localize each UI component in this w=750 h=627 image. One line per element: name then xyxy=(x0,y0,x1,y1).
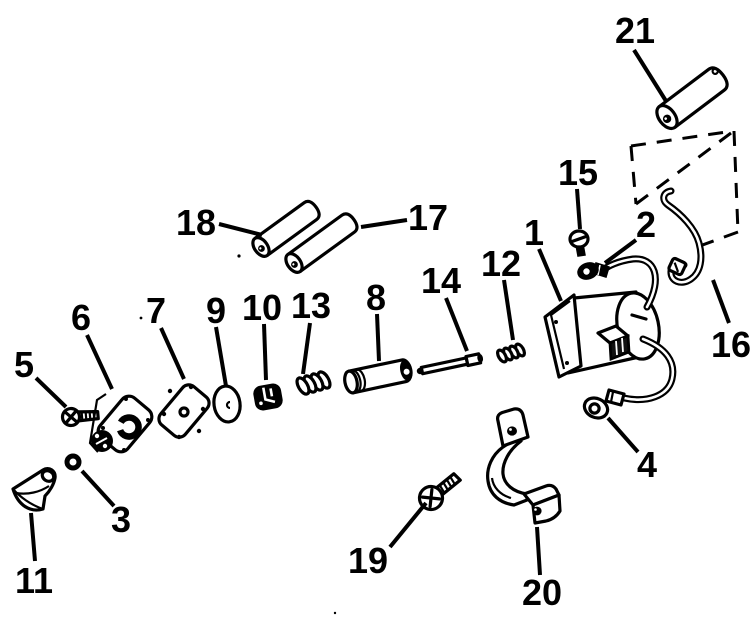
part-clamp-20 xyxy=(486,407,562,525)
part-number-label: 19 xyxy=(348,540,388,581)
callout-15: 15 xyxy=(558,152,598,230)
part-diaphragm-9 xyxy=(212,384,242,424)
leader-line xyxy=(360,218,408,229)
leader-line xyxy=(34,376,68,409)
callouts: 1 2 3 4 5 6 7 8 xyxy=(14,10,750,613)
callout-4: 4 xyxy=(606,416,657,485)
leader-line xyxy=(375,313,381,362)
leader-line xyxy=(711,279,731,324)
leader-line xyxy=(159,327,186,380)
part-number-label: 5 xyxy=(14,344,34,385)
part-plunger-14 xyxy=(416,352,484,376)
callout-8: 8 xyxy=(366,277,386,362)
part-number-label: 20 xyxy=(522,572,562,613)
part-gasket-7 xyxy=(157,383,211,440)
callout-18: 18 xyxy=(176,202,263,243)
part-screw-15 xyxy=(568,229,590,257)
part-roller-21 xyxy=(655,66,729,131)
part-number-label: 10 xyxy=(242,287,282,328)
part-number-label: 17 xyxy=(408,197,448,238)
callout-21: 21 xyxy=(615,10,668,103)
ring-terminal-4 xyxy=(582,388,626,420)
solenoid-wire-upper xyxy=(599,255,659,311)
callout-17: 17 xyxy=(360,197,448,238)
solenoid-wire-lower xyxy=(620,335,677,404)
leader-line xyxy=(218,222,263,237)
callout-14: 14 xyxy=(421,260,469,352)
leader-line xyxy=(444,297,469,352)
leader-line xyxy=(632,48,668,103)
ring-terminal-2 xyxy=(577,262,610,280)
callout-3: 3 xyxy=(80,469,131,540)
part-number-label: 4 xyxy=(637,444,657,485)
callout-11: 11 xyxy=(15,512,53,601)
part-elbow-11 xyxy=(11,466,57,512)
part-spring-12 xyxy=(496,342,526,364)
callout-20: 20 xyxy=(522,526,562,613)
part-solenoid-1 xyxy=(543,255,677,420)
part-number-label: 9 xyxy=(206,290,226,331)
callout-12: 12 xyxy=(481,243,521,341)
callout-7: 7 xyxy=(146,290,186,380)
callout-2: 2 xyxy=(603,204,656,265)
pump-body-boss xyxy=(91,430,113,452)
leader-line xyxy=(535,526,542,576)
part-spring-13 xyxy=(295,370,332,396)
part-roller-8 xyxy=(343,358,413,395)
part-wire-clip-16 xyxy=(660,187,705,286)
part-number-label: 7 xyxy=(146,290,166,331)
leader-line xyxy=(537,248,563,302)
leader-line xyxy=(502,279,515,341)
leader-line xyxy=(214,326,228,387)
phantom-panel xyxy=(629,129,740,249)
callout-9: 9 xyxy=(206,290,228,387)
leader-line xyxy=(29,512,37,562)
callout-6: 6 xyxy=(71,297,114,390)
solenoid-bracket xyxy=(543,293,583,379)
part-number-label: 12 xyxy=(481,243,521,284)
callout-16: 16 xyxy=(711,279,750,365)
part-number-label: 15 xyxy=(558,152,598,193)
leader-line xyxy=(603,238,638,265)
part-number-label: 8 xyxy=(366,277,386,318)
solenoid-terminal-block xyxy=(596,324,631,361)
part-roller-17 xyxy=(284,212,359,274)
leader-line xyxy=(85,334,114,390)
leader-line xyxy=(388,501,428,549)
part-number-label: 2 xyxy=(636,204,656,245)
callout-10: 10 xyxy=(242,287,282,381)
leader-line xyxy=(301,322,312,375)
clamp-bottom-tab xyxy=(522,483,562,525)
callout-5: 5 xyxy=(14,344,68,409)
part-roller-18 xyxy=(251,199,321,258)
callout-1: 1 xyxy=(524,212,563,302)
callout-19: 19 xyxy=(348,501,428,581)
part-number-label: 13 xyxy=(291,285,331,326)
part-number-label: 16 xyxy=(711,324,750,365)
callout-13: 13 xyxy=(291,285,331,375)
part-pump-body-6 xyxy=(88,393,154,454)
part-number-label: 11 xyxy=(15,560,53,601)
leader-line xyxy=(80,469,116,508)
part-oring-3 xyxy=(64,453,82,471)
part-screw-5 xyxy=(60,406,100,428)
leader-line xyxy=(262,323,268,381)
part-number-label: 1 xyxy=(524,212,544,253)
part-number-label: 21 xyxy=(615,10,655,51)
wire-clip-tab xyxy=(667,256,688,277)
part-number-label: 6 xyxy=(71,297,91,338)
part-number-label: 3 xyxy=(111,499,131,540)
leader-line xyxy=(606,416,640,454)
part-valve-10 xyxy=(253,383,283,411)
speck xyxy=(333,611,337,615)
speck xyxy=(139,316,143,320)
leader-line xyxy=(575,188,582,230)
part-number-label: 18 xyxy=(176,202,216,243)
speck xyxy=(237,254,241,258)
part-number-label: 14 xyxy=(421,260,461,301)
clamp-top-tab xyxy=(496,407,530,448)
